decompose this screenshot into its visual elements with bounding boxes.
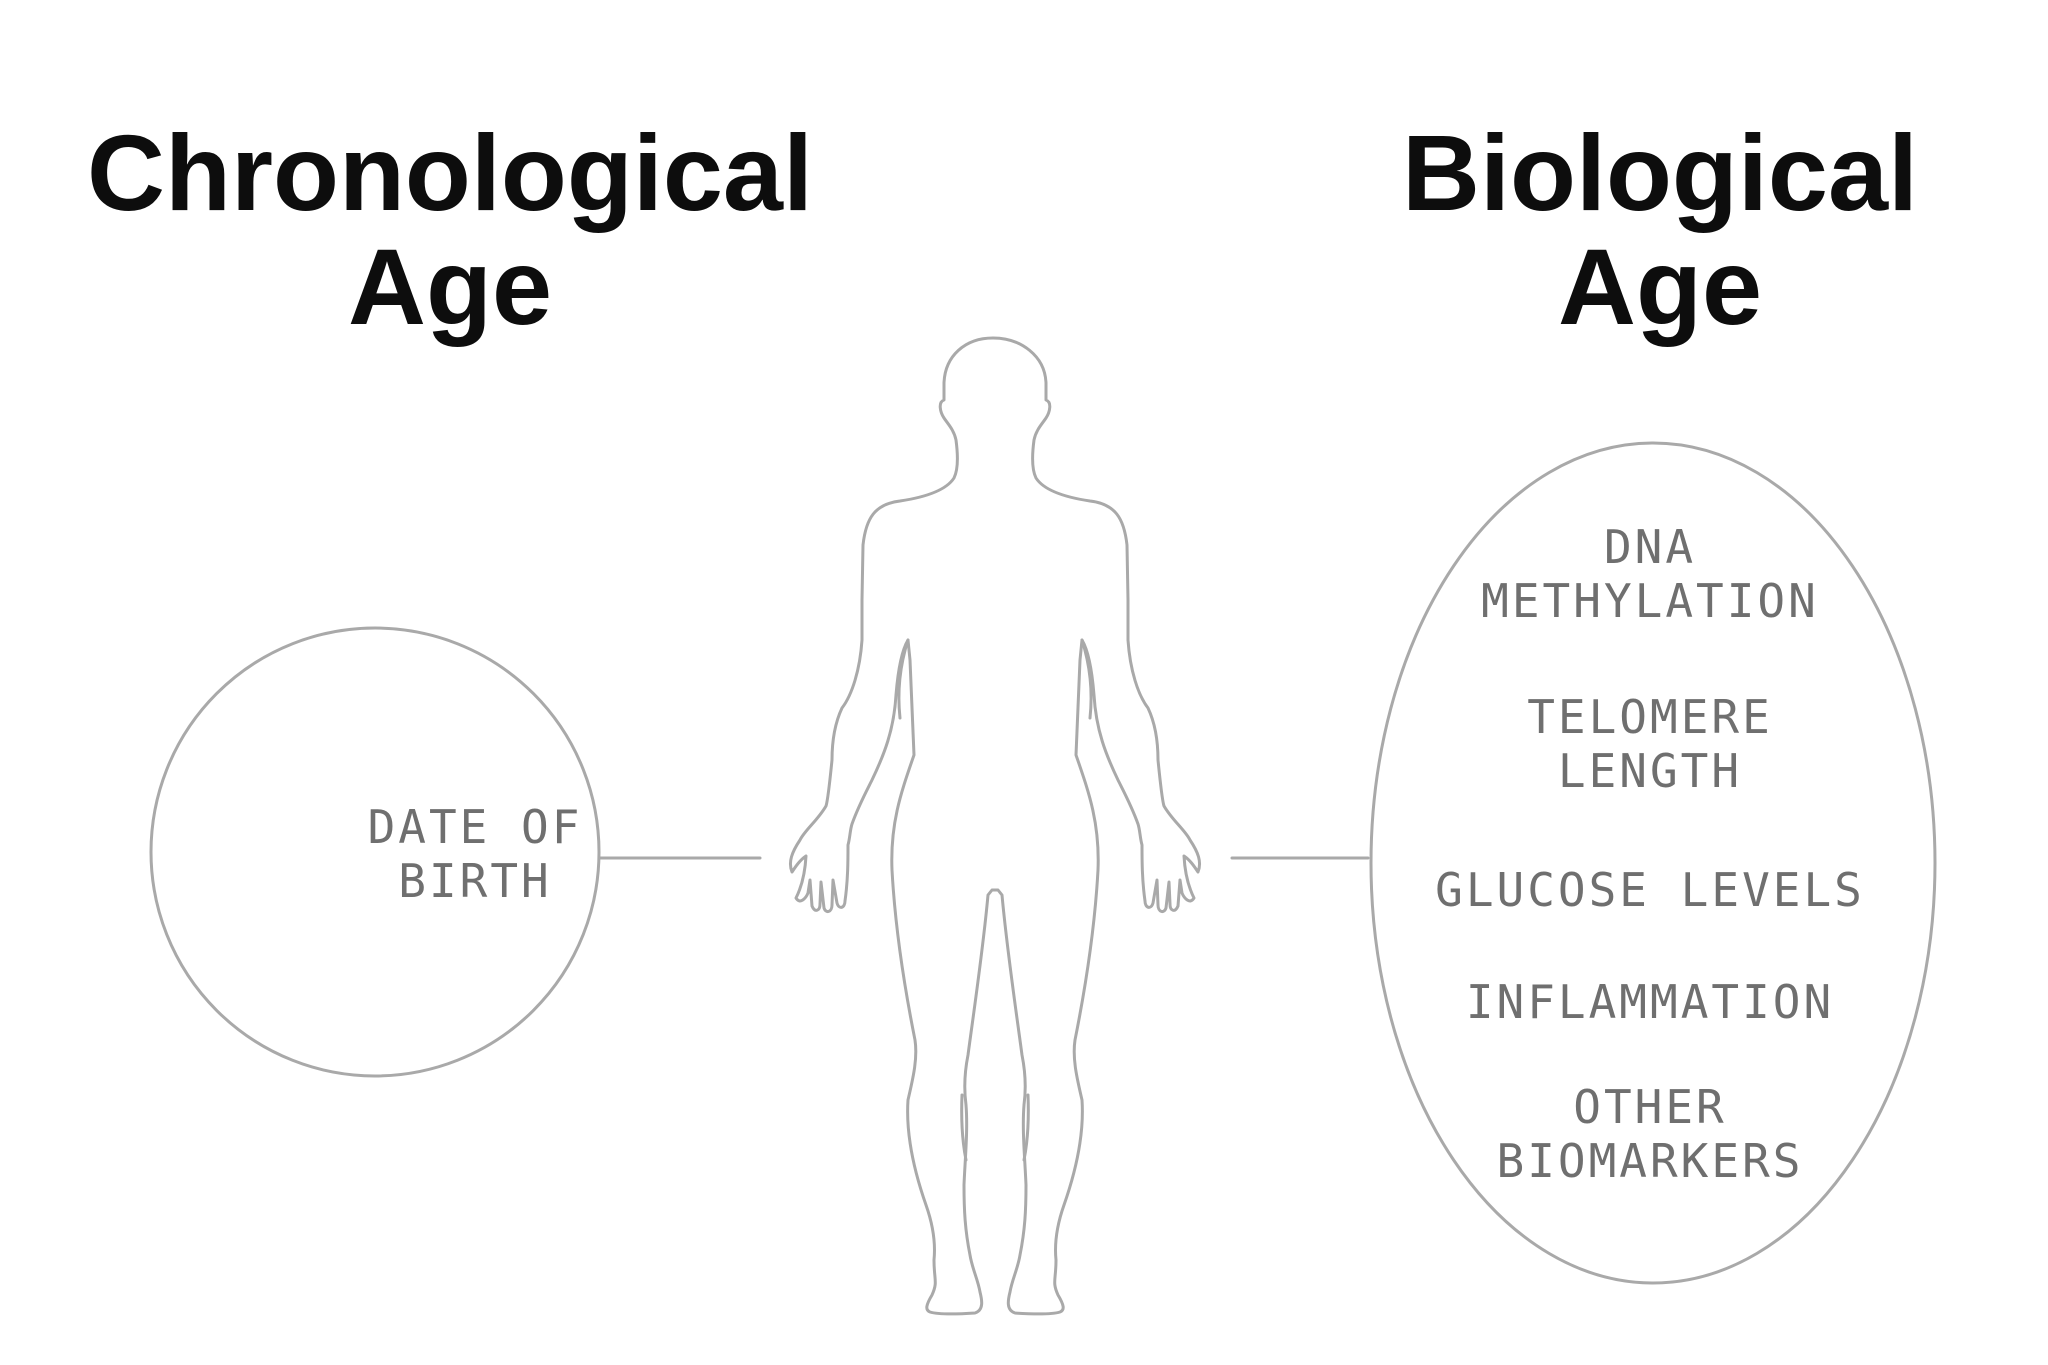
glucose-levels-label: GLUCOSE LEVELS — [1400, 863, 1900, 917]
date-of-birth-label: DATE OF BIRTH — [225, 800, 725, 908]
chronological-age-heading-line2: Age — [347, 226, 553, 347]
factor-line1: DNA — [1603, 520, 1697, 574]
biological-age-heading-line2: Age — [1557, 226, 1763, 347]
factor-line1: OTHER — [1573, 1080, 1727, 1134]
date-of-birth-label-line1: DATE OF — [367, 800, 583, 854]
factor-line1: TELOMERE — [1527, 690, 1773, 744]
telomere-length-label: TELOMERE LENGTH — [1400, 690, 1900, 798]
human-body-outline-icon — [788, 336, 1202, 1316]
chronological-age-heading: Chronological Age — [50, 116, 850, 344]
biomarkers-ellipse — [1369, 441, 1937, 1285]
factor-line2: METHYLATION — [1481, 574, 1819, 628]
dna-methylation-label: DNA METHYLATION — [1400, 520, 1900, 628]
date-of-birth-label-line2: BIRTH — [398, 854, 552, 908]
date-of-birth-circle — [149, 626, 601, 1078]
factor-line1: GLUCOSE LEVELS — [1435, 863, 1865, 917]
biological-age-heading-line1: Biological — [1401, 112, 1919, 233]
other-biomarkers-label: OTHER BIOMARKERS — [1400, 1080, 1900, 1188]
factor-line1: INFLAMMATION — [1465, 975, 1835, 1029]
factor-line2: BIOMARKERS — [1496, 1134, 1804, 1188]
chronological-age-heading-line1: Chronological — [87, 112, 813, 233]
inflammation-label: INFLAMMATION — [1400, 975, 1900, 1029]
biological-age-heading: Biological Age — [1260, 116, 2048, 344]
factor-line2: LENGTH — [1557, 744, 1743, 798]
